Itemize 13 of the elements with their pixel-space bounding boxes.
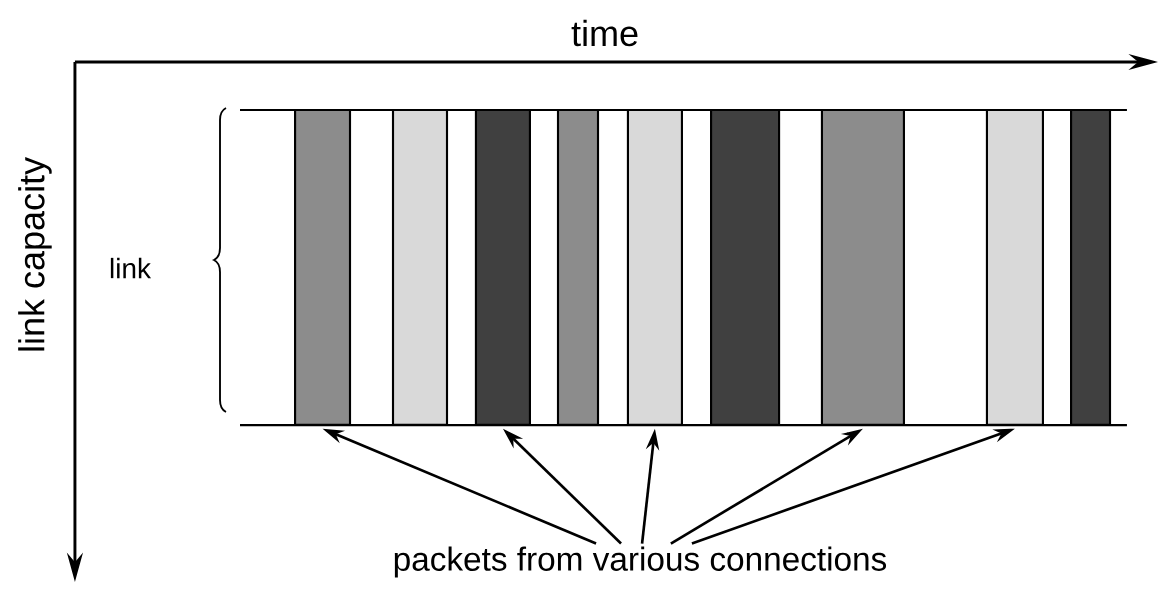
packet-bar [985, 108, 1044, 427]
axis-label: link capacity [18, 157, 52, 351]
packet-bar [391, 108, 449, 427]
packet-bar [556, 108, 600, 427]
packet-bar [626, 108, 683, 427]
packet-bar [710, 108, 781, 427]
axis-label: link [110, 257, 152, 279]
caption-text: packets from various connections [394, 546, 887, 578]
packet-bar [820, 108, 905, 427]
packet-bar [1070, 108, 1112, 427]
packet-bar [294, 108, 352, 427]
axis-label: time [571, 19, 638, 47]
packet-bar [474, 108, 531, 427]
